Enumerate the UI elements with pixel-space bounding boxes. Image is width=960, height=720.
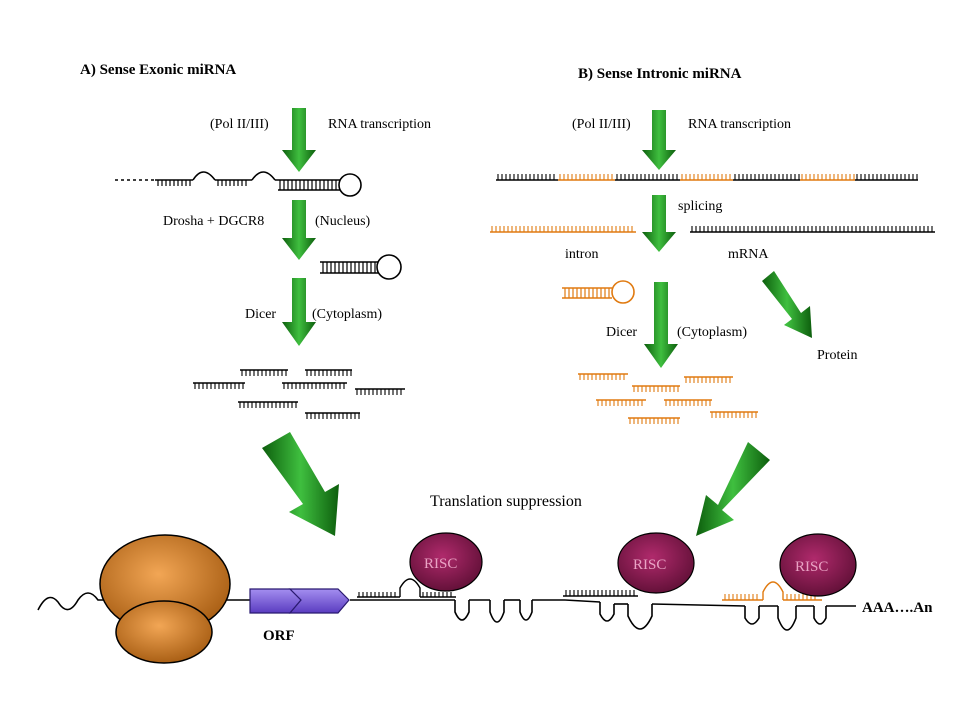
risc-complex-2: [617, 532, 695, 594]
risc-label-3: RISC: [795, 559, 828, 575]
dicer-label-a: Dicer: [245, 307, 276, 322]
target-mrna: [37, 592, 856, 631]
intronic-transcription-label: RNA transcription: [688, 117, 791, 132]
mirna-fragment: [596, 399, 646, 406]
suppression-arrow-b: [696, 442, 770, 536]
orf-label: ORF: [263, 628, 295, 644]
mirna-fragment: [240, 369, 288, 376]
exonic-mirna-bound: [357, 578, 456, 598]
nucleus-label: (Nucleus): [315, 214, 371, 229]
mirna-fragment: [355, 388, 405, 395]
mirna-fragment: [628, 417, 680, 424]
cytoplasm-label-b: (Cytoplasm): [677, 325, 747, 340]
transcription-arrow-a: [282, 108, 316, 172]
pre-mrna-segment: [800, 174, 855, 181]
mirna-fragment: [578, 373, 628, 380]
exonic-pol-label: (Pol II/III): [210, 117, 269, 132]
mrna-label: mRNA: [728, 247, 769, 262]
dicer-label-b: Dicer: [606, 325, 637, 340]
dicer-arrow-a: [282, 278, 316, 346]
intronic-pre-mirna: [562, 280, 635, 304]
intron-strand: [490, 226, 636, 233]
mirna-fragment: [282, 382, 347, 389]
pre-mrna-segment: [558, 174, 615, 181]
mirna-fragment: [684, 376, 733, 383]
intronic-mirna-bound-1: [563, 590, 638, 597]
dicer-arrow-b: [644, 282, 678, 368]
mrna-strand: [690, 226, 935, 233]
mirna-fragment: [305, 412, 360, 419]
pre-mrna-strand: [496, 174, 918, 181]
intron-label: intron: [565, 247, 598, 262]
protein-label: Protein: [817, 348, 857, 363]
ribosome-small-subunit: [115, 600, 213, 664]
orf-block: [249, 588, 350, 614]
mirna-fragment: [193, 382, 245, 389]
exonic-title: A) Sense Exonic miRNA: [80, 62, 236, 78]
risc-label-1: RISC: [424, 556, 457, 572]
intronic-pol-label: (Pol II/III): [572, 117, 631, 132]
pre-mrna-segment: [615, 174, 680, 181]
translation-suppression-label: Translation suppression: [430, 493, 582, 510]
mirna-fragments-a: [193, 369, 405, 419]
intron-segment: [490, 226, 636, 233]
pre-mrna-segment: [496, 174, 558, 181]
cytoplasm-label-a: (Cytoplasm): [312, 307, 382, 322]
mirna-fragment: [632, 385, 680, 392]
pre-mirna-hairpin: [320, 254, 402, 280]
intronic-mirna-bound-2: [722, 581, 822, 601]
intronic-title: B) Sense Intronic miRNA: [578, 66, 742, 82]
exonic-transcription-label: RNA transcription: [328, 117, 431, 132]
mirna-fragment: [710, 411, 758, 418]
pre-mrna-segment: [855, 174, 918, 181]
suppression-arrow-a: [262, 432, 339, 536]
protein-arrow: [762, 271, 812, 338]
pri-mirna-teeth: [157, 180, 337, 190]
mrna-segment: [690, 226, 935, 233]
mirna-fragment: [664, 399, 712, 406]
transcription-arrow-b: [642, 110, 676, 170]
drosha-arrow: [282, 200, 316, 260]
mirna-fragment: [305, 369, 352, 376]
drosha-label: Drosha + DGCR8: [163, 214, 264, 229]
mirna-fragment: [238, 401, 298, 408]
pre-mrna-segment: [680, 174, 733, 181]
risc-complex-3: [779, 533, 857, 597]
polya-tail-label: AAA….An: [862, 600, 933, 616]
risc-complex-1: [409, 532, 483, 592]
risc-label-2: RISC: [633, 557, 666, 573]
splicing-arrow: [642, 195, 676, 252]
splicing-label: splicing: [678, 199, 722, 214]
mirna-fragments-b: [578, 373, 758, 424]
pre-mrna-segment: [733, 174, 800, 181]
